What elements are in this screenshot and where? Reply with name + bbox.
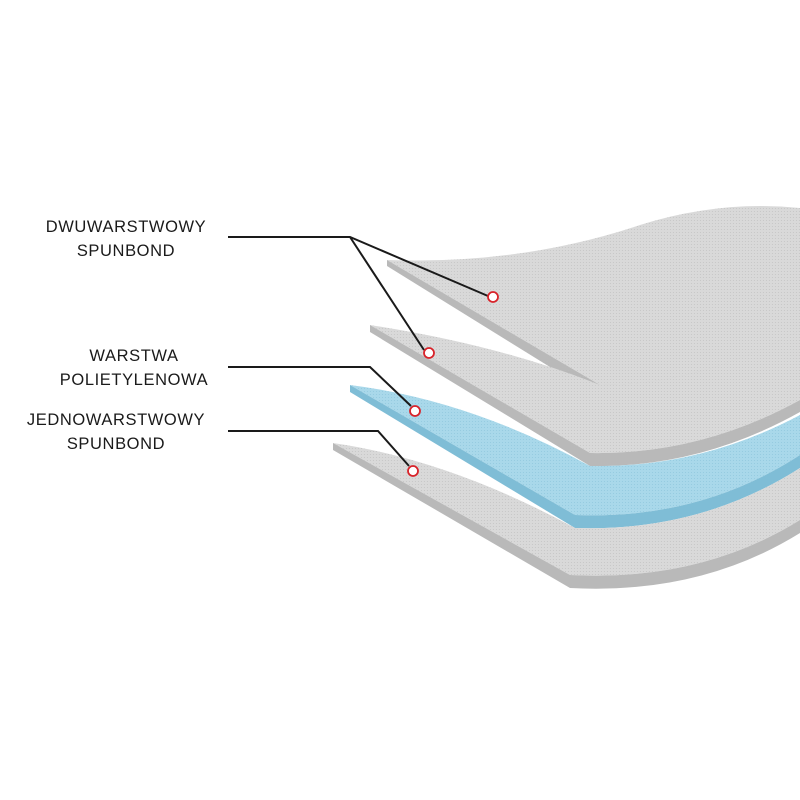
sheet-face	[370, 325, 800, 454]
label-line-1: WARSTWA	[89, 347, 178, 365]
marker-two-layer-spunbond-outer	[487, 291, 499, 303]
label-line-1: DWUWARSTWOWY	[46, 218, 207, 236]
marker-single-layer-spunbond	[407, 465, 419, 477]
marker-two-layer-spunbond-inner	[423, 347, 435, 359]
sheet-face	[350, 385, 800, 516]
label-polyethylene-layer: WARSTWA POLIETYLENOWA	[60, 347, 208, 389]
label-line-2: SPUNBOND	[77, 242, 175, 260]
sheet-face	[333, 443, 800, 576]
label-single-layer-spunbond: JEDNOWARSTWOWY SPUNBOND	[27, 411, 205, 453]
leader-line-polyethylene	[228, 366, 412, 407]
label-line-1: JEDNOWARSTWOWY	[27, 411, 205, 429]
sheet-face	[387, 206, 800, 385]
sheet-two-layer-spunbond-outer	[387, 206, 800, 398]
label-line-2: SPUNBOND	[67, 435, 165, 453]
sheet-single-layer-spunbond	[333, 443, 800, 589]
sheet-polyethylene	[350, 385, 800, 529]
leader-line-two-layer-spunbond-inner	[349, 236, 425, 351]
label-two-layer-spunbond: DWUWARSTWOWY SPUNBOND	[46, 218, 207, 260]
marker-polyethylene	[409, 405, 421, 417]
sheet-two-layer-spunbond-inner	[370, 325, 800, 467]
leader-line-single-layer-spunbond	[228, 430, 410, 467]
label-line-2: POLIETYLENOWA	[60, 371, 208, 389]
